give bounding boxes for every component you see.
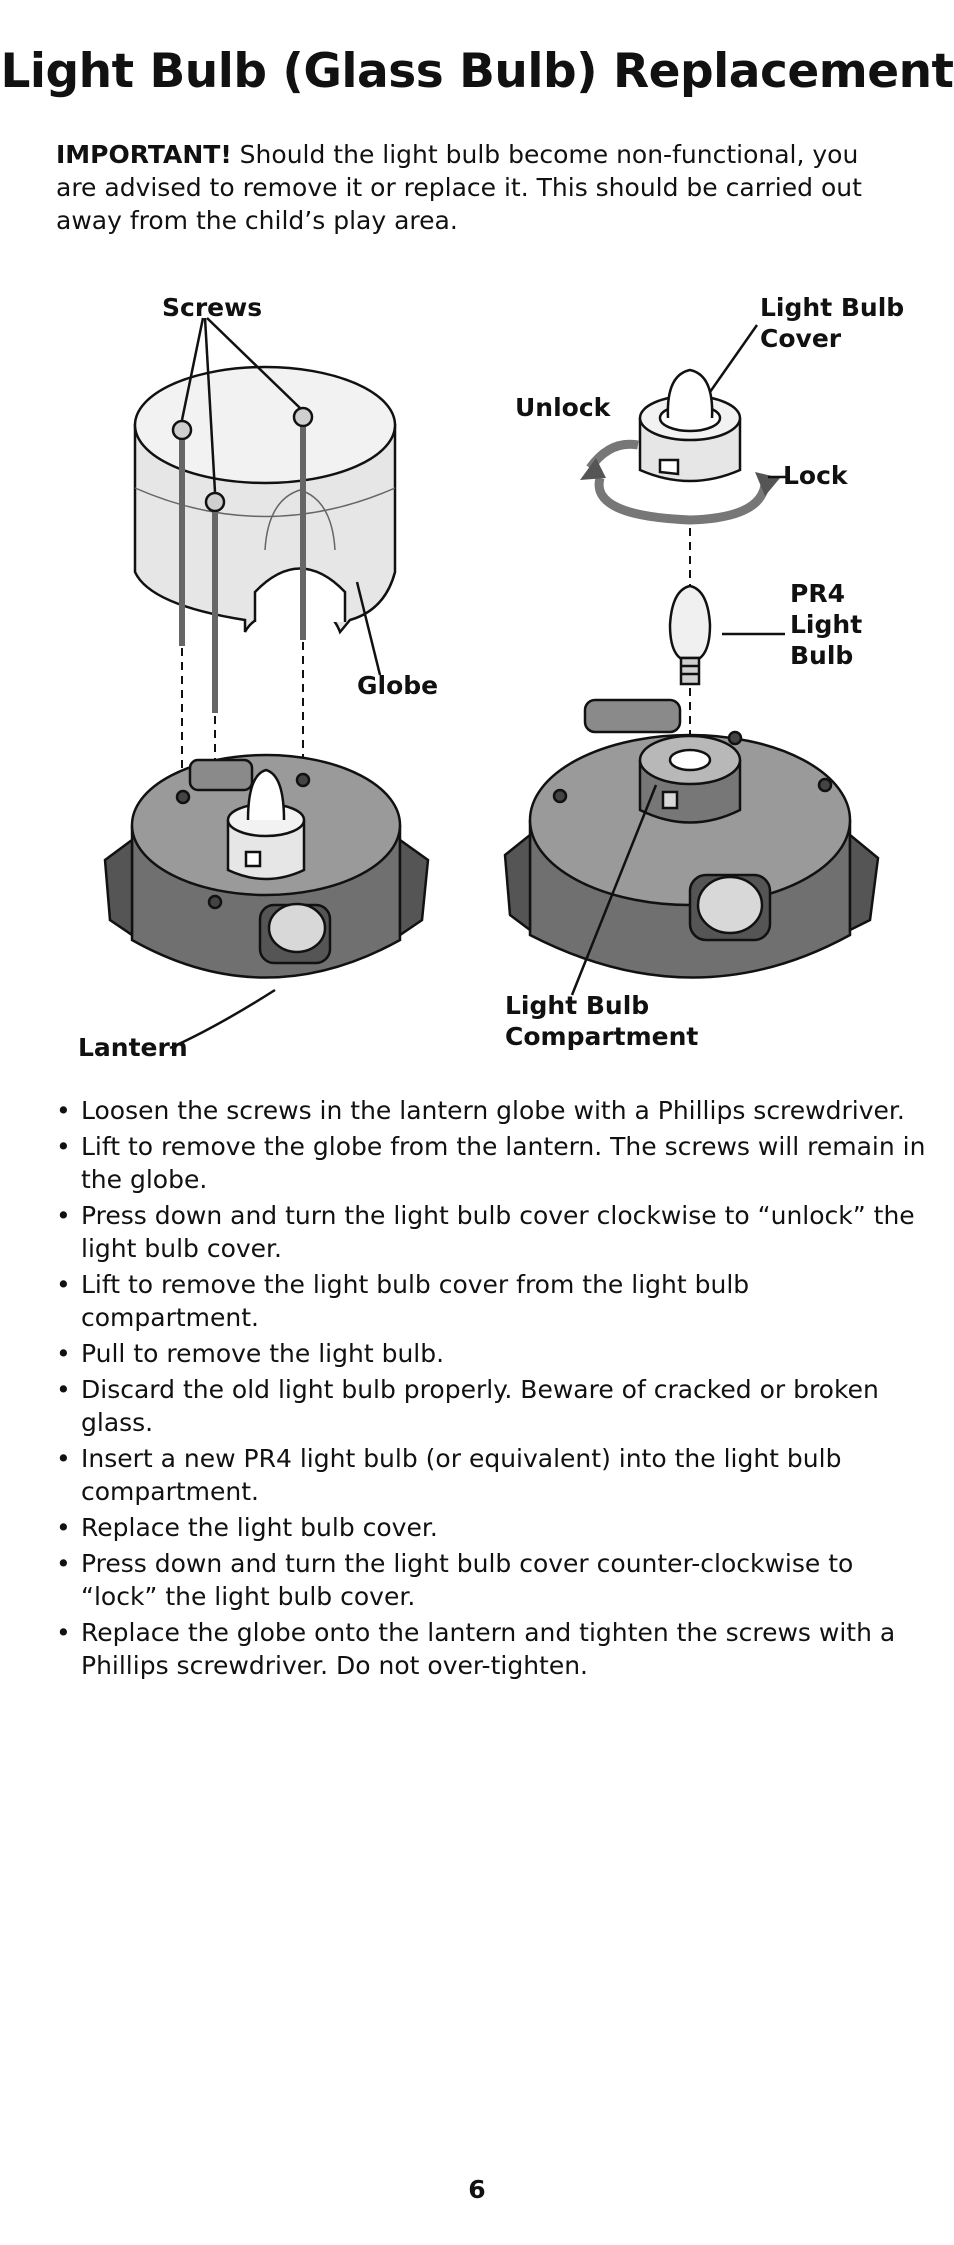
label-light-bulb-cover-line1: Light Bulb xyxy=(760,293,905,322)
list-item: Loosen the screws in the lantern globe w… xyxy=(56,1094,926,1127)
label-pr4-line3: Bulb xyxy=(790,641,854,670)
list-item: Replace the globe onto the lantern and t… xyxy=(56,1616,926,1682)
label-light-bulb-compartment: Light Bulb Compartment xyxy=(505,990,698,1052)
lantern-base-drawing xyxy=(103,753,430,1050)
globe-drawing xyxy=(133,317,397,713)
assembly-illustration: Screws Globe Lantern Light Bulb Cover Un… xyxy=(0,280,954,1062)
list-item: Pull to remove the light bulb. xyxy=(56,1337,926,1370)
important-notice: IMPORTANT! Should the light bulb become … xyxy=(56,138,896,237)
label-compartment-line1: Light Bulb xyxy=(505,991,650,1020)
screw-drawing xyxy=(171,406,314,713)
label-unlock: Unlock xyxy=(515,393,611,422)
list-item: Press down and turn the light bulb cover… xyxy=(56,1547,926,1613)
page-title: Light Bulb (Glass Bulb) Replacement xyxy=(0,44,954,99)
label-compartment-line2: Compartment xyxy=(505,1022,699,1051)
light-bulb-compartment-drawing xyxy=(503,698,880,996)
pr4-light-bulb-drawing xyxy=(668,584,785,686)
light-bulb-cover-drawing xyxy=(580,324,790,525)
important-label: IMPORTANT! xyxy=(56,140,232,169)
list-item: Press down and turn the light bulb cover… xyxy=(56,1199,926,1265)
list-item: Discard the old light bulb properly. Bew… xyxy=(56,1373,926,1439)
label-lock: Lock xyxy=(783,461,848,490)
label-pr4-light-bulb: PR4 Light Bulb xyxy=(790,578,862,671)
list-item: Insert a new PR4 light bulb (or equivale… xyxy=(56,1442,926,1508)
label-light-bulb-cover: Light Bulb Cover xyxy=(760,292,904,354)
page-number: 6 xyxy=(468,2175,486,2204)
important-text: Should the light bulb become non-functio… xyxy=(56,140,862,235)
label-pr4-line1: PR4 xyxy=(790,579,845,608)
label-lantern: Lantern xyxy=(78,1033,188,1062)
lantern-diagram xyxy=(103,317,880,1050)
instruction-list: Loosen the screws in the lantern globe w… xyxy=(56,1094,926,1685)
label-pr4-line2: Light xyxy=(790,610,863,639)
list-item: Lift to remove the globe from the lanter… xyxy=(56,1130,926,1196)
label-screws: Screws xyxy=(162,293,263,322)
label-light-bulb-cover-line2: Cover xyxy=(760,324,842,353)
label-globe: Globe xyxy=(357,671,439,700)
list-item: Replace the light bulb cover. xyxy=(56,1511,926,1544)
list-item: Lift to remove the light bulb cover from… xyxy=(56,1268,926,1334)
